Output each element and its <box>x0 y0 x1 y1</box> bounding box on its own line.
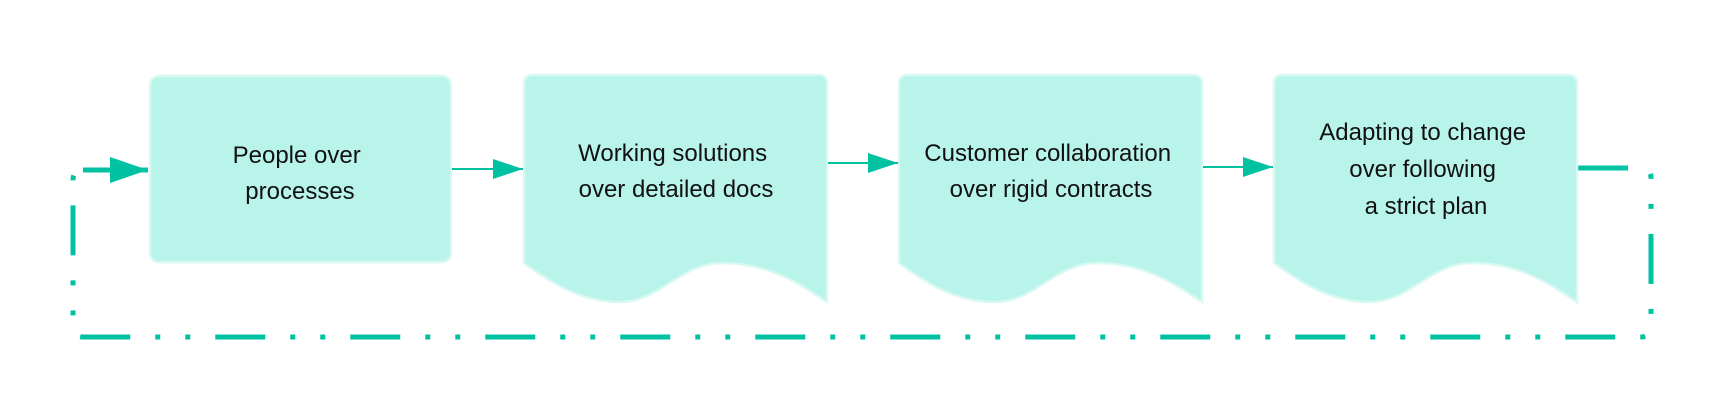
node-customer-line-1: Customer collaboration <box>924 140 1171 167</box>
node-working-shape <box>522 73 829 305</box>
node-customer: Customer collaboration over rigid contra… <box>897 73 1204 305</box>
node-people: People over processes <box>148 74 453 264</box>
node-adapting-line-1: Adapting to change <box>1319 119 1526 146</box>
node-customer-line-2: over rigid contracts <box>950 176 1153 203</box>
node-people-line-1: People over <box>233 142 361 169</box>
node-people-line-2: processes <box>245 178 354 205</box>
node-working-line-2: over detailed docs <box>579 176 774 203</box>
node-adapting-shape <box>1272 73 1579 305</box>
node-working: Working solutions over detailed docs <box>522 73 829 305</box>
node-people-label: People over processes <box>233 142 368 205</box>
node-adapting-label: Adapting to change over following a stri… <box>1319 119 1533 220</box>
node-adapting: Adapting to change over following a stri… <box>1272 73 1579 305</box>
node-customer-shape <box>897 73 1204 305</box>
node-working-label: Working solutions over detailed docs <box>578 140 774 203</box>
edge-adapting-to-people-loop <box>70 165 1654 340</box>
node-people-shape <box>148 74 453 264</box>
node-working-line-1: Working solutions <box>578 140 767 167</box>
node-adapting-line-2: over following <box>1349 156 1496 183</box>
node-customer-label: Customer collaboration over rigid contra… <box>924 140 1177 203</box>
node-adapting-line-3: a strict plan <box>1365 193 1488 220</box>
